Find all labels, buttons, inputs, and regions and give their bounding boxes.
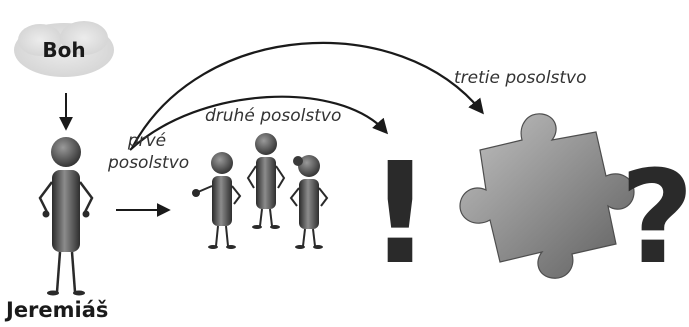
exclamation-mark: ! bbox=[368, 133, 432, 296]
first-message-label: prvé posolstvo bbox=[108, 130, 190, 174]
arrow-third-message bbox=[131, 41, 484, 149]
puzzle-piece-icon bbox=[459, 113, 635, 279]
person-left bbox=[192, 152, 242, 249]
first-message-line1: prvé bbox=[127, 131, 167, 151]
question-mark: ? bbox=[620, 144, 689, 293]
third-message-label: tretie posolstvo bbox=[454, 68, 587, 88]
first-message-line2: posolstvo bbox=[108, 153, 190, 173]
person-right bbox=[289, 155, 329, 249]
person-center bbox=[246, 133, 286, 229]
second-message-label: druhé posolstvo bbox=[205, 106, 342, 126]
prophet-label: Jeremiáš bbox=[6, 298, 109, 322]
god-label: Boh bbox=[42, 38, 86, 62]
arrow-second-message bbox=[129, 95, 389, 151]
god-cloud bbox=[14, 21, 114, 77]
prophet-figure bbox=[38, 137, 94, 296]
people-group bbox=[192, 133, 329, 249]
